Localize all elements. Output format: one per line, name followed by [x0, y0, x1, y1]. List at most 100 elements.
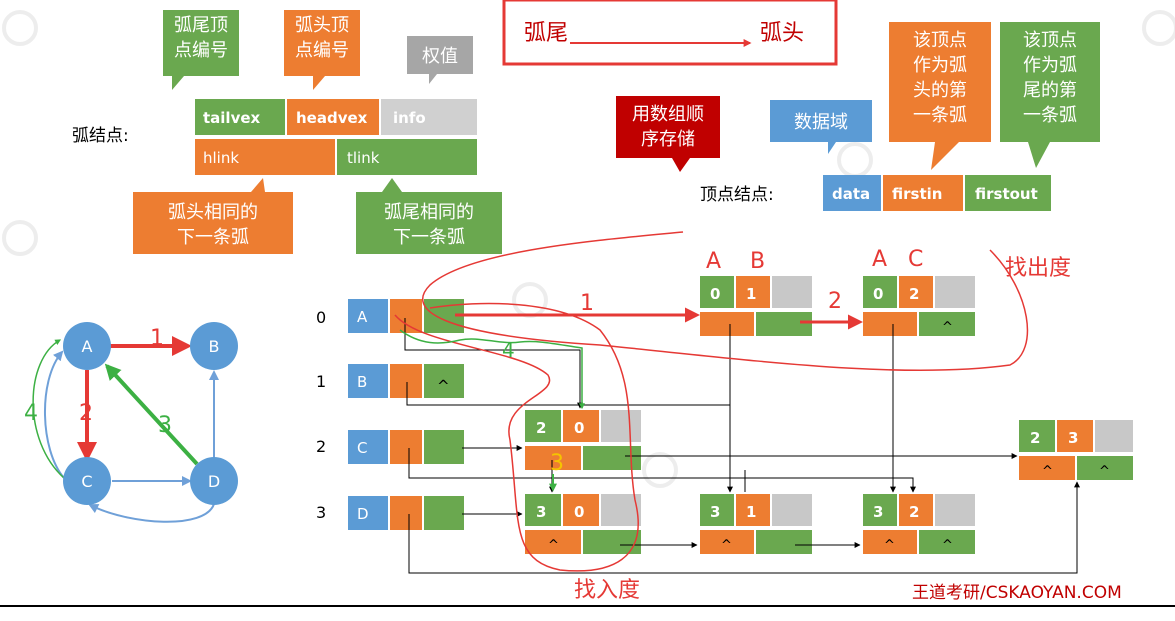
svg-text:firstin: firstin: [892, 185, 942, 203]
callout-tail-vertex-no: 弧尾顶 点编号: [163, 10, 239, 90]
field-tlink: tlink: [347, 149, 380, 167]
svg-text:3: 3: [1068, 429, 1078, 447]
graph-node-b: [190, 322, 238, 370]
watermark-text: 王道考研/CSKAOYAN.COM: [912, 583, 1122, 603]
svg-text:C: C: [81, 472, 92, 491]
svg-text:^: ^: [437, 377, 450, 395]
directed-graph: A B C D 1 2 3 4: [24, 322, 238, 523]
label-ab-a: A: [706, 249, 721, 274]
arc-node-3-0: 3 0 ^: [525, 494, 641, 554]
graph-node-a: [63, 322, 111, 370]
arc-node-2-0: 2 0: [525, 410, 641, 470]
svg-text:用数组顺: 用数组顺: [632, 104, 704, 125]
find-out-degree-label: 找出度: [1005, 256, 1071, 281]
svg-text:^: ^: [884, 538, 895, 553]
svg-text:^: ^: [1099, 464, 1110, 479]
svg-text:权值: 权值: [422, 46, 458, 67]
arc-node-structure: tailvex headvex info hlink tlink: [195, 99, 477, 175]
watermark-logos: [2, 10, 1175, 488]
out-degree-loop: [421, 231, 1029, 372]
callout-first-in: 该顶点 作为弧 头的第 一条弧: [889, 22, 991, 170]
callout-first-out: 该顶点 作为弧 尾的第 一条弧: [1000, 22, 1100, 168]
svg-text:0: 0: [574, 419, 584, 437]
svg-text:A: A: [357, 308, 368, 326]
svg-text:D: D: [208, 472, 220, 491]
svg-text:下一条弧: 下一条弧: [393, 227, 465, 248]
vertex-node-structure: data firstin firstout: [823, 175, 1051, 211]
svg-text:A: A: [82, 337, 93, 356]
step-arrow-4-array: [399, 329, 585, 410]
vertex-array: 0 1 2 3 A B ^ C D: [316, 299, 464, 530]
svg-text:data: data: [832, 185, 870, 203]
callout-seq-storage: 用数组顺 序存储: [616, 96, 720, 172]
svg-text:^: ^: [721, 538, 732, 553]
svg-text:序存储: 序存储: [641, 129, 695, 150]
callout-data-field: 数据域: [770, 100, 872, 154]
svg-text:firstout: firstout: [975, 185, 1038, 203]
svg-text:点编号: 点编号: [295, 40, 349, 61]
svg-text:数据域: 数据域: [794, 112, 848, 133]
svg-text:B: B: [357, 373, 367, 391]
svg-text:^: ^: [1042, 464, 1053, 479]
svg-text:0: 0: [873, 285, 883, 303]
svg-text:该顶点: 该顶点: [1023, 30, 1077, 51]
vertex-cell-c: C: [348, 430, 464, 464]
step-label-4-array: 4: [502, 338, 515, 362]
callout-same-head-next: 弧头相同的 下一条弧: [133, 178, 293, 254]
svg-text:点编号: 点编号: [174, 40, 228, 61]
svg-text:2: 2: [909, 285, 919, 303]
svg-text:^: ^: [942, 538, 953, 553]
graph-edge-label-3: 3: [158, 413, 172, 438]
svg-text:该顶点: 该顶点: [913, 30, 967, 51]
vertex-cell-d: D: [348, 496, 464, 530]
step-label-2: 2: [828, 289, 842, 314]
graph-node-c: [63, 457, 111, 505]
in-degree-loop: [394, 302, 639, 572]
svg-text:^: ^: [548, 538, 559, 553]
svg-text:一条弧: 一条弧: [1023, 105, 1077, 126]
svg-text:作为弧: 作为弧: [1023, 55, 1077, 76]
svg-text:3: 3: [536, 503, 546, 521]
svg-text:C: C: [357, 439, 367, 457]
step-label-3-array: 3: [550, 451, 564, 476]
svg-text:D: D: [357, 505, 369, 523]
svg-text:3: 3: [710, 503, 720, 521]
step-label-1: 1: [580, 291, 594, 316]
callout-head-vertex-no: 弧头顶 点编号: [284, 10, 360, 90]
graph-edge-label-2: 2: [79, 401, 93, 426]
index-2: 2: [316, 437, 326, 456]
svg-text:下一条弧: 下一条弧: [177, 227, 249, 248]
svg-text:2: 2: [909, 503, 919, 521]
svg-text:弧尾顶: 弧尾顶: [174, 15, 228, 36]
index-3: 3: [316, 503, 326, 522]
arc-node-3-1: 3 1 ^: [700, 494, 812, 554]
field-hlink: hlink: [203, 149, 239, 167]
svg-text:尾的第: 尾的第: [1023, 80, 1077, 101]
svg-text:头的第: 头的第: [913, 80, 967, 101]
field-tailvex: tailvex: [203, 109, 261, 127]
graph-edge-d-a: [104, 363, 199, 466]
svg-text:3: 3: [873, 503, 883, 521]
callout-same-tail-next: 弧尾相同的 下一条弧: [356, 178, 502, 254]
graph-edge-label-4: 4: [24, 401, 38, 426]
field-info: info: [393, 109, 426, 127]
svg-text:作为弧: 作为弧: [913, 55, 967, 76]
graph-edge-label-1: 1: [150, 326, 164, 351]
tail-head-box: [502, 0, 838, 66]
arc-node-label: 弧结点:: [72, 126, 129, 146]
svg-text:B: B: [209, 337, 220, 356]
vertex-node-label: 顶点结点:: [700, 185, 774, 205]
callout-weight: 权值: [407, 36, 473, 84]
field-headvex: headvex: [296, 109, 368, 127]
svg-text:^: ^: [942, 320, 953, 335]
find-in-degree-label: 找入度: [574, 578, 640, 603]
svg-text:弧头顶: 弧头顶: [295, 15, 349, 36]
svg-text:0: 0: [710, 285, 720, 303]
svg-text:0: 0: [574, 503, 584, 521]
svg-text:弧尾相同的: 弧尾相同的: [384, 202, 474, 223]
svg-text:1: 1: [746, 503, 756, 521]
tail-label: 弧尾: [524, 21, 568, 46]
svg-text:2: 2: [536, 419, 546, 437]
